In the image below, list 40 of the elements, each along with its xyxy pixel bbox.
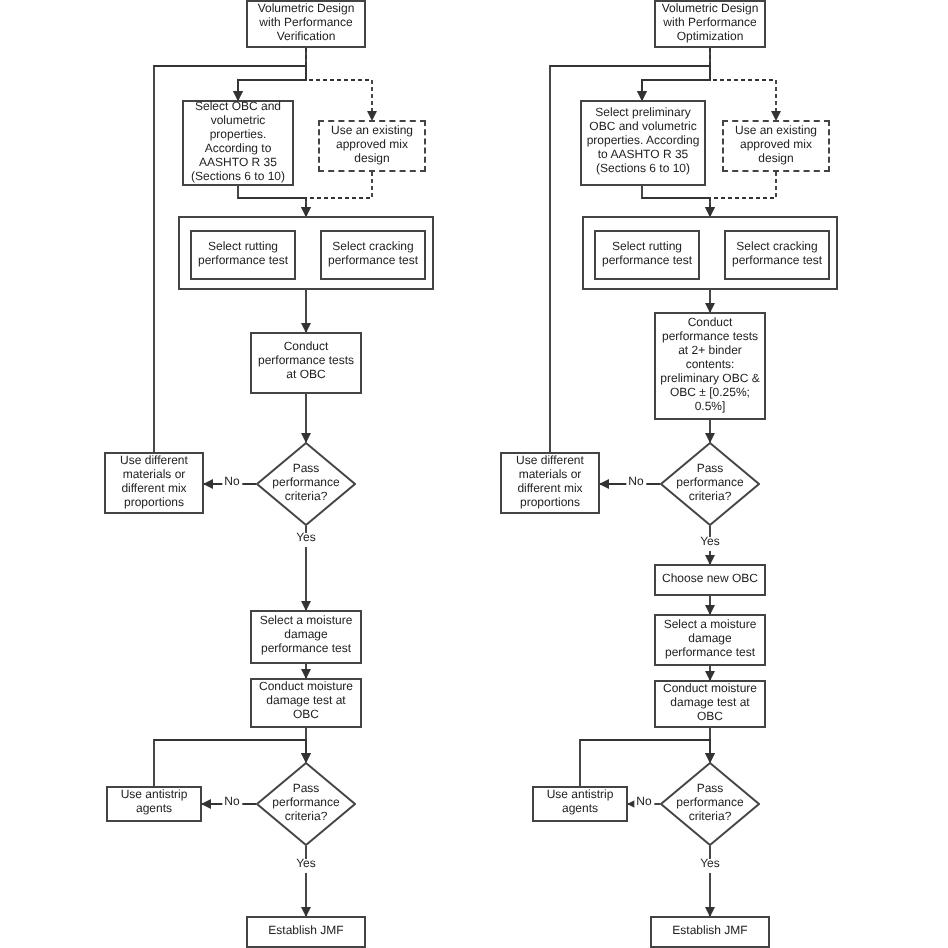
arrow <box>705 665 715 681</box>
process-box <box>650 916 770 948</box>
dashed-arrow <box>301 171 373 217</box>
process-box <box>500 452 600 514</box>
group-box <box>582 216 838 290</box>
process-box <box>724 230 830 280</box>
decision-diamond <box>256 442 356 526</box>
dashed-process-box <box>722 120 830 172</box>
arrow <box>153 739 311 787</box>
process-box <box>594 230 700 280</box>
process-box <box>190 230 296 280</box>
process-box <box>104 452 204 514</box>
decision-diamond <box>660 442 760 526</box>
process-box <box>250 332 362 394</box>
arrow <box>705 595 715 615</box>
arrow <box>705 525 715 565</box>
arrow <box>153 65 307 453</box>
dashed-arrow <box>709 47 781 121</box>
arrow <box>301 845 311 917</box>
arrow <box>301 393 311 443</box>
decision-diamond <box>256 762 356 846</box>
arrow <box>301 663 311 679</box>
process-box <box>654 564 766 596</box>
process-box <box>320 230 426 280</box>
dashed-arrow <box>305 47 377 121</box>
arrow <box>579 739 715 787</box>
dashed-arrow <box>705 171 777 217</box>
process-box <box>246 0 366 48</box>
decision-diamond <box>660 762 760 846</box>
process-box <box>106 786 202 822</box>
process-box <box>246 916 366 948</box>
arrow <box>549 65 711 453</box>
process-box <box>532 786 628 822</box>
arrow <box>705 419 715 443</box>
arrow <box>705 289 715 313</box>
arrow <box>705 845 715 917</box>
arrow <box>301 289 311 333</box>
group-box <box>178 216 434 290</box>
dashed-process-box <box>318 120 426 172</box>
arrow <box>301 525 311 611</box>
